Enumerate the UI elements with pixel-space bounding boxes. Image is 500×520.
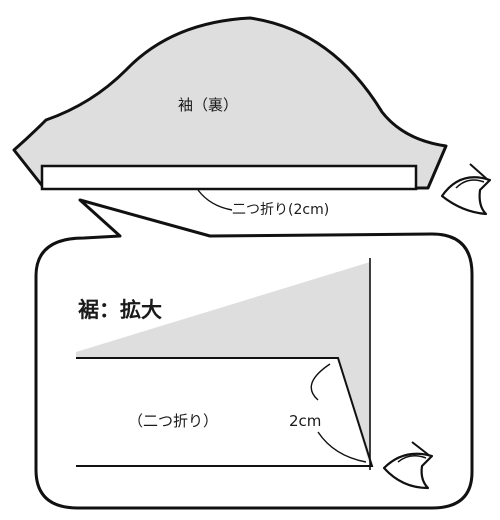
sleeve-shape bbox=[12, 16, 448, 190]
zoom-fold-label: （二つ折り） bbox=[128, 412, 219, 430]
hem-band bbox=[40, 164, 418, 191]
zoom-title: 裾：拡大 bbox=[78, 298, 162, 322]
zoom-fabric-fill bbox=[76, 262, 370, 466]
fold-leader-line bbox=[197, 189, 233, 211]
dimension-arc bbox=[310, 363, 367, 463]
sleeve-label: 袖（裏） bbox=[178, 96, 239, 114]
fold-label: 二つ折り(2cm) bbox=[232, 202, 330, 218]
zoom-dimension-label: 2cm bbox=[289, 412, 322, 430]
sewing-needle-icon bbox=[382, 441, 434, 490]
zoom-fold-lines bbox=[76, 357, 374, 467]
sewing-needle-icon bbox=[440, 163, 492, 216]
